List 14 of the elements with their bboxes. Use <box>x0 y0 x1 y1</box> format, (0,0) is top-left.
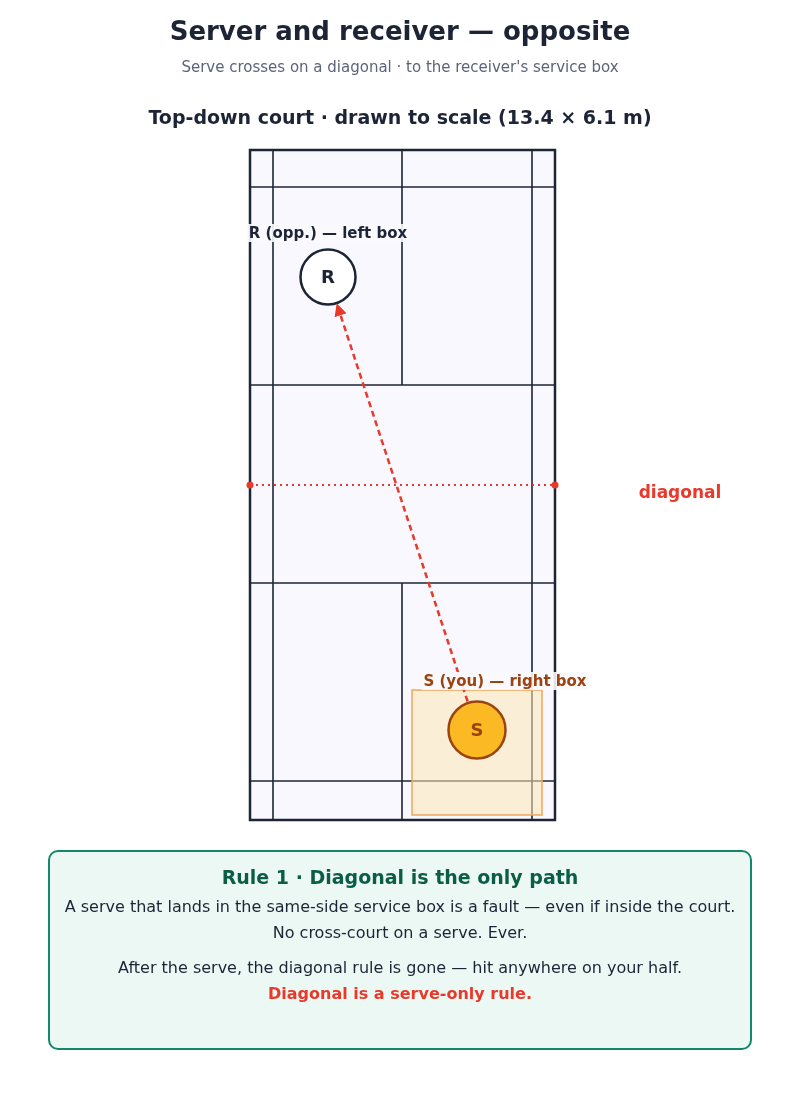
rule-text: After the serve, the diagonal rule is gone — hit anywhere on your half. <box>117 956 683 979</box>
serve-arrow <box>334 303 469 702</box>
rule-heading: Rule 1 · Diagonal is the only path <box>220 866 580 888</box>
player-label: R (opp.) — left box <box>246 224 410 242</box>
subtitle: Serve crosses on a diagonal · to the receiver's service box <box>180 58 620 76</box>
rule-text: A serve that lands in the same-side service box is a fault — even if inside the court. No cross-court on a serve. Ever. <box>63 896 737 945</box>
player-label: S (you) — right box <box>421 672 589 690</box>
rule-emphasis: Diagonal is a serve-only rule. <box>267 983 533 1006</box>
player-letter: R <box>320 266 336 287</box>
title: Server and receiver — opposite <box>168 16 632 46</box>
player-letter: S <box>469 719 485 740</box>
court-heading: Top-down court · drawn to scale (13.4 × 6.1 m) <box>147 106 653 128</box>
rule-card <box>48 850 752 1050</box>
net-label: diagonal <box>637 482 723 502</box>
